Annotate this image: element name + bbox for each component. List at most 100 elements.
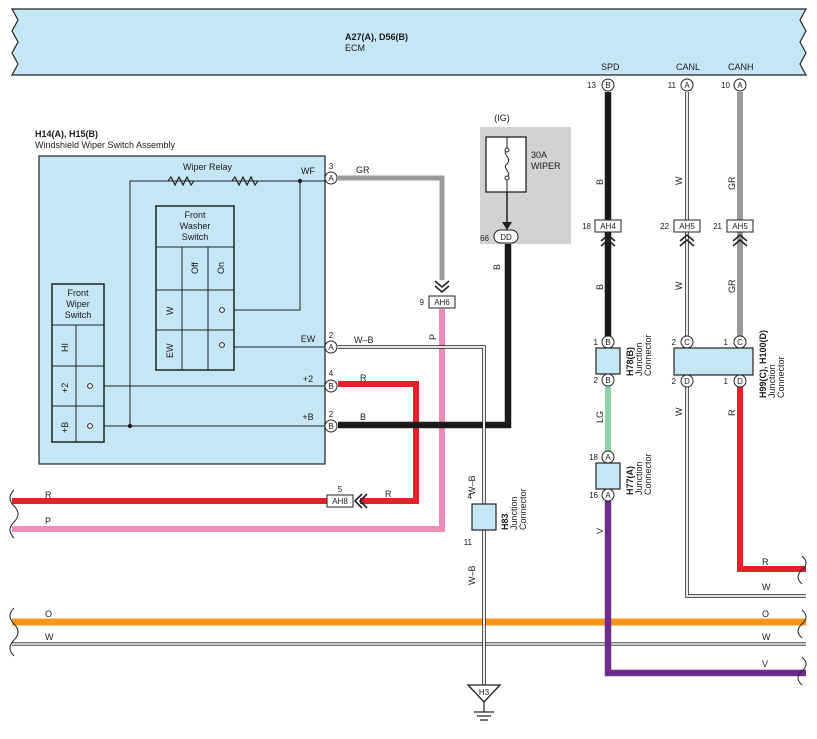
wire-v [604, 501, 806, 677]
wire-w-canl [685, 92, 806, 598]
svg-text:A: A [605, 453, 611, 462]
assembly-title: H14(A), H15(B) [35, 129, 98, 139]
svg-text:A: A [737, 81, 743, 90]
wire-b-plusb [338, 238, 512, 429]
svg-text:4: 4 [329, 369, 334, 378]
svg-text:Junction: Junction [767, 364, 777, 398]
connector-ah5-right: GR 21 AH5 GR [713, 176, 754, 293]
bottom-wire-label-v: V [762, 659, 768, 669]
svg-text:Switch: Switch [65, 310, 92, 320]
svg-text:5: 5 [338, 485, 343, 494]
junction-h78: 1 B 2 B H78(B) Junction Connector LG [594, 334, 653, 423]
connector-ah6: 9 AH6 P [420, 280, 456, 340]
wire-wb [338, 345, 486, 685]
svg-text:+B: +B [60, 422, 70, 433]
right-break-marks [797, 555, 807, 686]
bottom-wires [12, 618, 806, 646]
fuse-wire: B [492, 264, 502, 270]
ecm-pin-canh: CANH 10 A [721, 62, 754, 92]
svg-text:AH5: AH5 [732, 222, 748, 231]
fuse-name: WIPER [531, 161, 561, 171]
svg-text:W: W [165, 306, 175, 315]
svg-text:+2: +2 [60, 383, 70, 393]
svg-text:18: 18 [582, 222, 591, 231]
svg-text:W: W [674, 407, 684, 416]
svg-text:H78(B): H78(B) [625, 347, 635, 376]
svg-text:16: 16 [589, 491, 598, 500]
svg-text:W–B: W–B [467, 565, 477, 585]
svg-text:LG: LG [595, 411, 605, 423]
relay-coil-2 [231, 175, 259, 187]
fuse-rating: 30A [531, 150, 547, 160]
svg-text:C: C [737, 338, 743, 347]
ecm-pin-canl: CANL 11 A [668, 62, 700, 92]
svg-text:2: 2 [329, 331, 334, 340]
svg-text:Connector: Connector [518, 488, 528, 530]
bottom-wire-label-w1: W [762, 582, 771, 592]
svg-text:B: B [595, 179, 605, 185]
svg-text:+2: +2 [303, 374, 313, 384]
fuse-circuit: (IG) [494, 113, 510, 123]
relay-coil-1 [167, 175, 195, 187]
svg-text:Junction: Junction [509, 496, 519, 530]
fuse-pin: 66 [480, 234, 489, 243]
svg-text:On: On [216, 262, 226, 274]
svg-text:W: W [674, 281, 684, 290]
svg-text:Switch: Switch [182, 232, 209, 242]
wire-r-canh [737, 387, 806, 572]
plusb-junction [127, 423, 133, 429]
svg-text:WF: WF [301, 166, 315, 176]
svg-text:11: 11 [668, 81, 677, 90]
svg-text:4: 4 [468, 492, 473, 501]
svg-text:10: 10 [721, 81, 730, 90]
connector-ah5-left: W 22 AH5 W [660, 176, 701, 290]
junction-h83: W–B 4 11 H83 Junction Connector W–B [464, 475, 528, 585]
bottom-wire-label-w2: W [45, 632, 54, 642]
svg-text:CANH: CANH [728, 62, 754, 72]
svg-text:1: 1 [594, 338, 599, 347]
svg-text:H77(A): H77(A) [625, 466, 635, 495]
svg-text:9: 9 [420, 298, 425, 307]
svg-text:1: 1 [724, 338, 729, 347]
svg-text:P: P [428, 334, 438, 340]
svg-text:Junction: Junction [634, 342, 644, 376]
svg-text:CANL: CANL [676, 62, 700, 72]
svg-text:Front: Front [184, 210, 206, 220]
ecm-title: A27(A), D56(B) [345, 32, 408, 42]
bottom-wire-label-w3: W [762, 632, 771, 642]
pin-plus2: +2 4 B R [303, 369, 367, 393]
fuse-connector [493, 229, 519, 244]
svg-text:Front: Front [67, 288, 89, 298]
junction-h77: 18 A 16 A H77(A) Junction Connector V [589, 450, 653, 534]
fuse-arrow [502, 222, 512, 230]
svg-text:B: B [605, 376, 610, 385]
wire-p [12, 309, 445, 532]
svg-text:AH4: AH4 [600, 222, 616, 231]
svg-text:Junction: Junction [634, 461, 644, 495]
wire-gr-wf [338, 175, 445, 280]
bottom-wire-label-o: O [45, 609, 52, 619]
svg-text:R: R [727, 409, 737, 416]
svg-text:W: W [674, 176, 684, 185]
svg-text:GR: GR [356, 165, 370, 175]
svg-text:HI: HI [60, 343, 70, 352]
wiper-switch: Front Wiper Switch HI +2 +B [51, 283, 105, 443]
svg-text:B: B [605, 338, 610, 347]
assembly-name: Windshield Wiper Switch Assembly [35, 140, 176, 150]
junction-h99-h100: 2 C 1 C 2 D 1 D H99(C), H100(D) Junction… [672, 330, 786, 416]
svg-text:GR: GR [727, 176, 737, 190]
svg-text:H3: H3 [479, 688, 490, 697]
left-wire-label-p: P [45, 516, 51, 526]
svg-text:18: 18 [589, 453, 598, 462]
svg-text:2: 2 [594, 376, 599, 385]
svg-text:AH8: AH8 [332, 497, 348, 506]
svg-text:EW: EW [165, 343, 175, 358]
svg-text:SPD: SPD [601, 62, 620, 72]
bottom-wire-label-o2: O [762, 609, 769, 619]
svg-text:V: V [595, 528, 605, 534]
svg-text:A: A [328, 343, 334, 352]
svg-text:2: 2 [329, 410, 334, 419]
ecm-name: ECM [345, 43, 365, 53]
svg-text:Washer: Washer [180, 221, 211, 231]
